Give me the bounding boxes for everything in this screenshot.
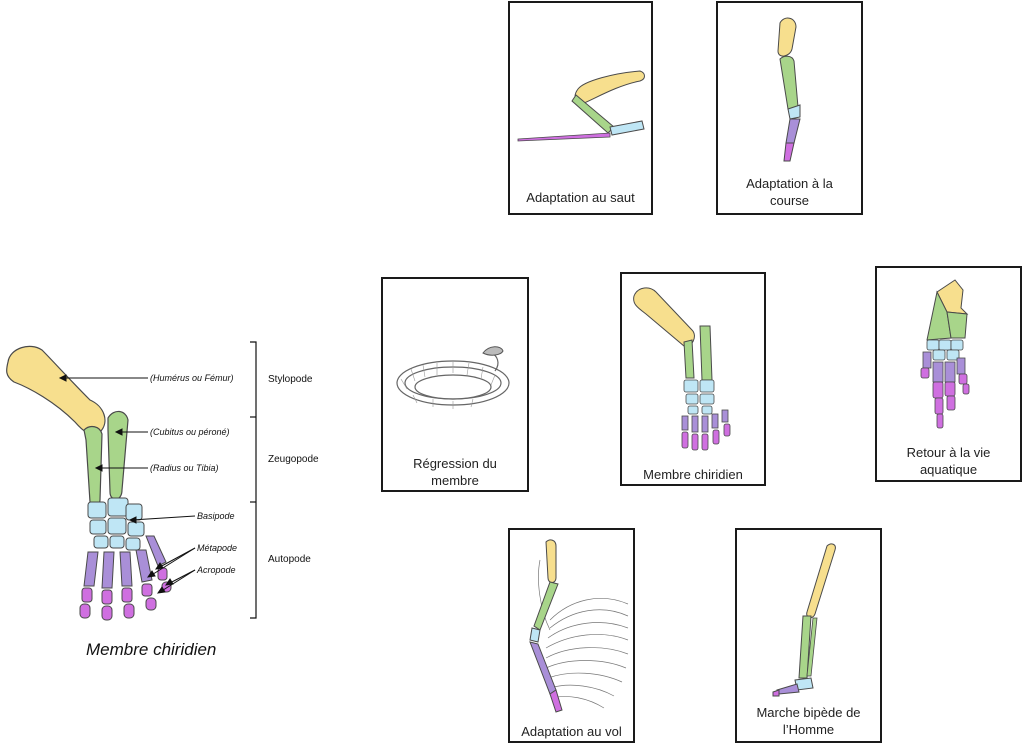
segment-autopode: Autopode [268,554,311,565]
limb-skeleton-illustration [6,341,257,621]
segment-stylopode: Stylopode [268,374,313,385]
caption-bipede: Marche bipède de l’Homme [756,705,861,737]
caption-chiridien: Membre chiridien [643,467,743,482]
main-limb-diagram: (Humérus ou Fémur) (Cubitus ou péroné) (… [0,330,350,670]
bird-wing-icon [529,539,629,713]
label-metapode: Métapode [197,543,238,553]
label-cubitus: (Cubitus ou péroné) [150,427,230,437]
label-radius: (Radius ou Tibia) [150,463,219,473]
card-retour-aquatique: Retour à la vie aquatique [875,266,1022,482]
segment-zeugopode: Zeugopode [268,454,319,465]
caption-vol: Adaptation au vol [521,724,622,739]
flipper-limb-icon [920,279,970,429]
main-caption: Membre chiridien [86,640,217,659]
card-marche-bipede: Marche bipède de l’Homme [735,528,882,743]
card-adaptation-vol: Adaptation au vol [508,528,635,743]
chiridian-limb-icon [633,287,731,451]
snake-skeleton-icon [396,346,510,409]
human-leg-icon [772,543,836,697]
caption-aquatique: Retour à la vie aquatique [906,445,991,477]
caption-regression: Régression du membre [413,456,497,488]
jumping-limb-icon [517,70,645,142]
card-regression-membre: Régression du membre [381,277,529,492]
running-limb-icon [777,17,801,162]
caption-saut: Adaptation au saut [526,190,635,205]
card-adaptation-course: Adaptation à la course [716,1,863,215]
label-humerus: (Humérus ou Fémur) [150,373,234,383]
card-adaptation-saut: Adaptation au saut [508,1,653,215]
label-acropode: Acropode [197,565,236,575]
label-basipode: Basipode [197,511,235,521]
card-membre-chiridien: Membre chiridien [620,272,766,486]
caption-course: Adaptation à la course [746,176,833,208]
